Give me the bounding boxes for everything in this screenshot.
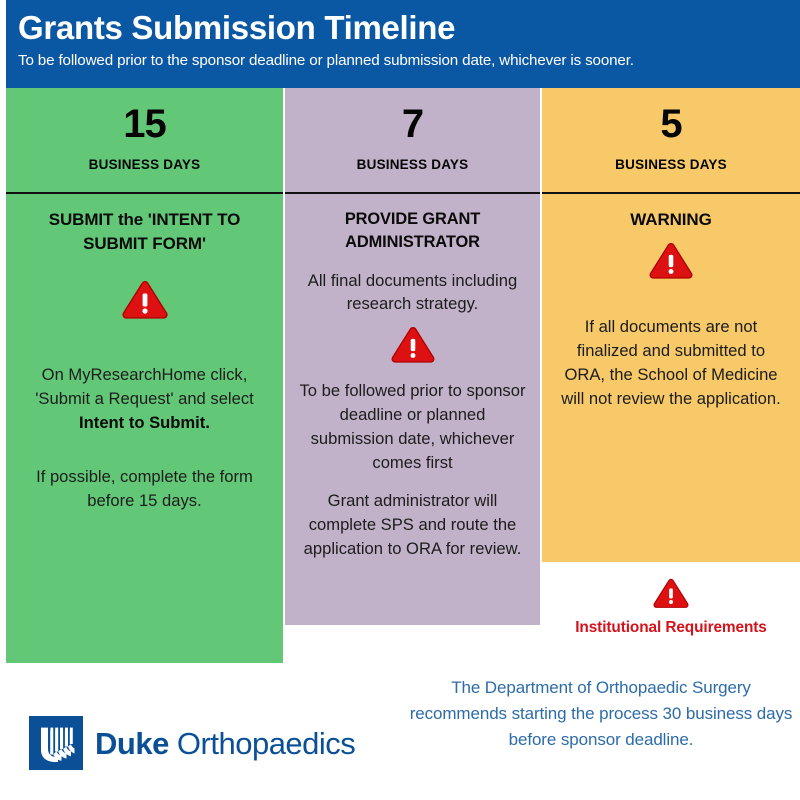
- column-title-orange: WARNING: [630, 210, 712, 229]
- column-green-paragraph-2: If possible, complete the form before 15…: [36, 466, 253, 510]
- institutional-requirements-block: Institutional Requirements: [542, 578, 800, 637]
- warning-triangle-icon: [556, 242, 786, 285]
- duke-shield-icon: [29, 716, 83, 770]
- column-purple-paragraph-3: Grant administrator will complete SPS an…: [303, 490, 522, 558]
- column-purple-paragraph-1: All final documents including research s…: [307, 270, 518, 314]
- warning-triangle-icon: [20, 280, 269, 325]
- timeline-column-purple: 7 BUSINESS DAYS PROVIDE GRANT ADMINISTRA…: [285, 88, 540, 625]
- warning-triangle-icon: [299, 326, 526, 369]
- duke-word: Duke: [95, 725, 169, 761]
- timeline-column-orange: 5 BUSINESS DAYS WARNING If all documents…: [542, 88, 800, 562]
- duke-orthopaedics-logo: Duke Orthopaedics: [29, 716, 356, 770]
- business-days-number: 7: [401, 102, 424, 146]
- page-subtitle: To be followed prior to the sponsor dead…: [18, 52, 634, 69]
- warning-triangle-icon: [542, 578, 800, 614]
- business-days-label: BUSINESS DAYS: [356, 157, 469, 172]
- column-purple-paragraph-2: To be followed prior to sponsor deadline…: [299, 381, 526, 473]
- green-para-bold: Intent to Submit.: [79, 413, 210, 433]
- business-days-number: 5: [660, 102, 682, 146]
- timeline-column-green: 15 BUSINESS DAYS SUBMIT the 'INTENT TO S…: [6, 88, 283, 663]
- column-orange-paragraph-1: If all documents are not finalized and s…: [561, 317, 781, 408]
- column-body-orange: WARNING If all documents are not finaliz…: [542, 194, 800, 411]
- business-days-number: 15: [123, 102, 167, 146]
- column-title-purple: PROVIDE GRANT ADMINISTRATOR: [344, 210, 481, 252]
- green-para-plain: On MyResearchHome click, 'Submit a Reque…: [35, 365, 254, 409]
- page-title: Grants Submission Timeline: [18, 9, 456, 46]
- recommendation-text: The Department of Orthopaedic Surgery re…: [409, 678, 793, 749]
- institutional-requirements-label: Institutional Requirements: [575, 619, 767, 636]
- column-green-paragraph-1: On MyResearchHome click, 'Submit a Reque…: [20, 363, 269, 435]
- business-days-label: BUSINESS DAYS: [615, 157, 727, 172]
- orthopaedics-word: Orthopaedics: [168, 725, 356, 761]
- column-header-orange: 5 BUSINESS DAYS: [542, 88, 800, 194]
- duke-wordmark: Duke Orthopaedics: [95, 725, 356, 761]
- column-body-purple: PROVIDE GRANT ADMINISTRATOR All final do…: [285, 194, 540, 561]
- column-header-green: 15 BUSINESS DAYS: [6, 88, 283, 194]
- column-body-green: SUBMIT the 'INTENT TO SUBMIT FORM' On My…: [6, 194, 283, 513]
- column-title-green: SUBMIT the 'INTENT TO SUBMIT FORM': [48, 210, 241, 254]
- column-header-purple: 7 BUSINESS DAYS: [285, 88, 540, 194]
- business-days-label: BUSINESS DAYS: [88, 157, 201, 172]
- header-banner: Grants Submission Timeline To be followe…: [6, 0, 800, 88]
